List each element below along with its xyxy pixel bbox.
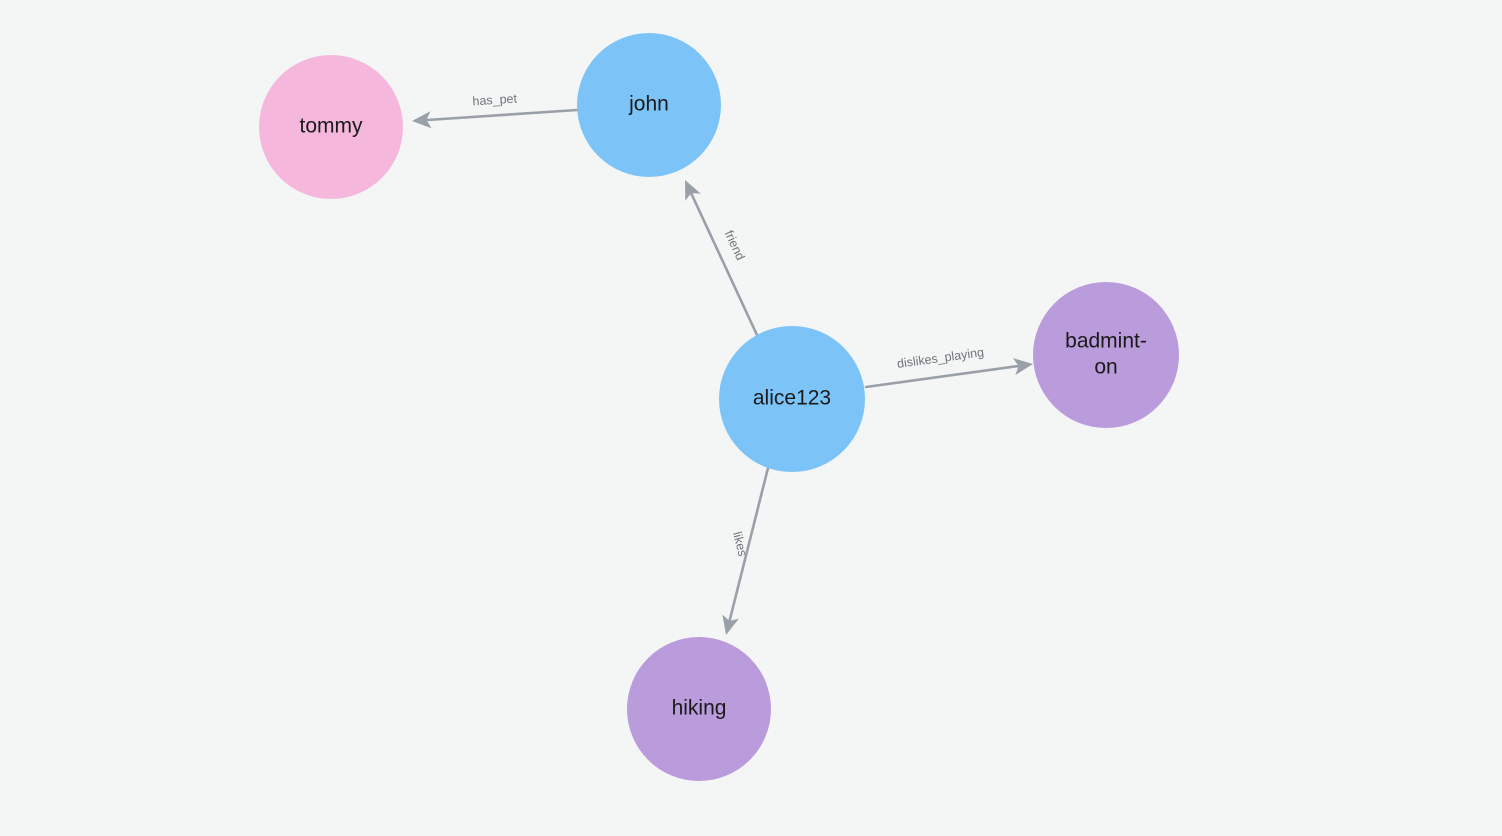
node-circle[interactable] (1033, 282, 1179, 428)
edge-line (864, 364, 1020, 389)
edge-line (728, 466, 770, 622)
graph-node-hiking[interactable]: hiking (627, 637, 771, 781)
node-circle[interactable] (627, 637, 771, 781)
edge-line (425, 108, 579, 122)
graph-edge[interactable]: dislikes_playing (864, 345, 1033, 389)
graph-node-tommy[interactable]: tommy (259, 55, 403, 199)
graph-edge[interactable]: friend (685, 180, 759, 337)
edge-arrowhead (1013, 358, 1033, 376)
edge-arrowhead (412, 111, 432, 129)
edge-arrowhead (685, 180, 701, 201)
nodes-layer: tommy john alice123 badmint-on hiking (259, 33, 1179, 781)
node-circle[interactable] (719, 326, 865, 472)
edge-label: friend (722, 228, 748, 262)
graph-edge[interactable]: likes (722, 466, 770, 635)
graph-node-badminton[interactable]: badmint-on (1033, 282, 1179, 428)
node-circle[interactable] (259, 55, 403, 199)
node-circle[interactable] (577, 33, 721, 177)
graph-node-alice123[interactable]: alice123 (719, 326, 865, 472)
edge-label: dislikes_playing (896, 345, 985, 371)
graph-node-john[interactable]: john (577, 33, 721, 177)
edge-arrowhead (722, 614, 739, 635)
edge-line (690, 192, 759, 337)
graph-edge[interactable]: has_pet (412, 92, 579, 129)
edge-label: has_pet (472, 92, 518, 109)
